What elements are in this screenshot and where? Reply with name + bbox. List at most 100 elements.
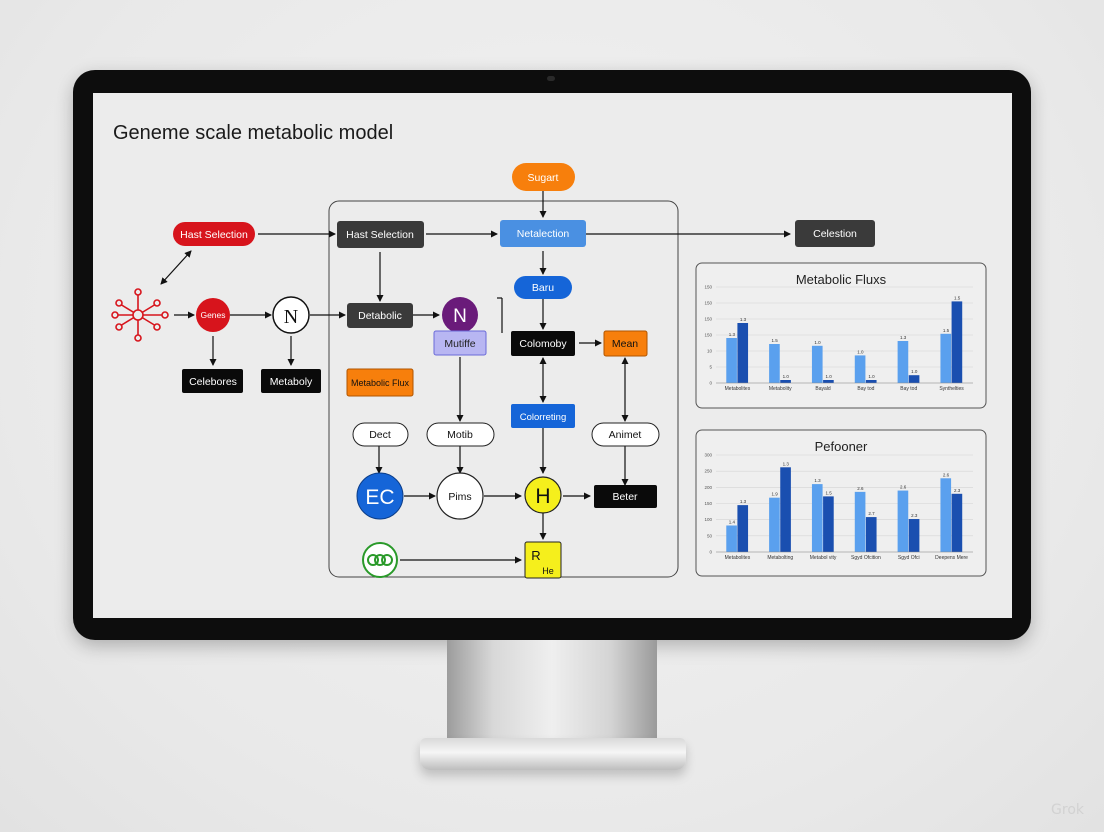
gene-network-icon xyxy=(111,288,169,342)
connectors xyxy=(160,191,791,564)
chart2-data-label: 1.4 xyxy=(729,519,736,524)
node-host-selection-mid[interactable] xyxy=(337,221,424,248)
chart1-bar xyxy=(897,341,909,383)
node-detabolic[interactable] xyxy=(347,303,413,328)
chart-pefooner: Pefooner 0501001502002503001.41.3Metabol… xyxy=(695,429,987,577)
node-genes[interactable] xyxy=(196,298,230,332)
chart2-data-label: 2.3 xyxy=(954,488,961,493)
node-celestion[interactable] xyxy=(795,220,875,247)
monitor-stand-base xyxy=(420,738,686,770)
chart2-category-label: Sgyd Ofci xyxy=(898,555,920,561)
chart2-category-label: Deepens Mere xyxy=(935,555,968,561)
workflow-group-frame xyxy=(328,200,679,578)
node-metabolic-flux[interactable] xyxy=(346,368,414,397)
chart1-data-label: 1.3 xyxy=(729,332,736,337)
node-h-yellow-label: H xyxy=(535,485,550,508)
node-metabolic-flux-label: Metabolic Flux xyxy=(351,378,410,388)
chart2-ytick: 150 xyxy=(704,501,712,506)
chart1-ytick: 150 xyxy=(704,285,712,290)
node-beter[interactable] xyxy=(594,485,657,508)
webcam xyxy=(547,76,555,81)
node-animet[interactable] xyxy=(591,422,660,447)
chart1-ytick: 150 xyxy=(704,301,712,306)
chart2-bar xyxy=(811,484,823,552)
chart2-bar xyxy=(908,519,920,552)
chart1-category-label: Synthelties xyxy=(939,386,964,392)
chart1-category-label: Bay tod xyxy=(857,386,874,392)
chart1-bar xyxy=(737,323,749,383)
chart2-bar xyxy=(951,493,963,552)
chart2-bar xyxy=(823,496,834,552)
node-n-symbol-label: N xyxy=(284,306,298,328)
node-support-label: Sugart xyxy=(528,172,559,184)
node-metaboly-label: Metaboly xyxy=(270,376,313,388)
chart2-category-label: Metabolting xyxy=(767,555,793,561)
node-n-symbol[interactable] xyxy=(272,296,310,334)
node-mutiffe-label: Mutiffe xyxy=(444,338,475,350)
node-colorting[interactable] xyxy=(511,404,575,428)
node-baru[interactable] xyxy=(514,276,572,299)
chart1-data-label: 1.0 xyxy=(826,374,833,379)
node-genes-label: Genes xyxy=(200,310,225,320)
node-animet-label: Animet xyxy=(609,429,642,441)
node-celebores-label: Celebores xyxy=(189,376,237,388)
chart2-data-label: 1.3 xyxy=(814,478,821,483)
chart2-title: Pefooner xyxy=(815,439,868,454)
chart2-ytick: 200 xyxy=(704,485,712,490)
monitor-bezel: Geneme scale metabolic model xyxy=(73,70,1031,640)
chart1-ytick: 150 xyxy=(704,317,712,322)
node-host-selection-left[interactable] xyxy=(173,222,255,246)
node-support[interactable] xyxy=(512,163,575,191)
chart2-plot: 0501001502002503001.41.3Metabolites1.91.… xyxy=(704,453,973,561)
link-icon[interactable] xyxy=(362,542,398,578)
node-colomoby[interactable] xyxy=(511,331,575,356)
node-celebores[interactable] xyxy=(182,369,243,393)
chart2-data-label: 2.6 xyxy=(900,485,907,490)
node-pims[interactable] xyxy=(436,472,484,520)
chart1-category-label: Bayald xyxy=(815,386,831,392)
chart1-ytick: 150 xyxy=(704,333,712,338)
chart1-bar xyxy=(854,355,866,383)
chart1-plot: 05101501501501501.31.3Metabolites1.51.0M… xyxy=(704,285,973,392)
chart1-data-label: 1.3 xyxy=(740,317,747,322)
chart1-bar xyxy=(823,380,834,383)
chart1-bar xyxy=(865,380,877,383)
node-colorting-label: Colorreting xyxy=(520,412,566,423)
node-bottom-yellow[interactable] xyxy=(524,541,562,579)
chart2-bar xyxy=(854,491,866,552)
chart1-data-label: 1.0 xyxy=(868,374,875,379)
chart2-ytick: 300 xyxy=(704,453,712,458)
node-pims-label: Pims xyxy=(448,491,471,503)
node-motib[interactable] xyxy=(426,422,495,447)
chart2-bar xyxy=(780,467,791,552)
node-h-yellow[interactable] xyxy=(524,476,562,514)
chart2-category-label: Metabolites xyxy=(725,555,751,561)
node-mean[interactable] xyxy=(603,330,648,357)
chart2-ytick: 50 xyxy=(707,533,713,538)
chart1-data-label: 1.0 xyxy=(814,340,821,345)
node-ec[interactable] xyxy=(356,472,404,520)
node-mean-label: Mean xyxy=(612,338,638,350)
chart1-bar xyxy=(769,344,780,383)
node-bottom-yellow-sublabel: He xyxy=(542,566,554,576)
chart1-ytick: 0 xyxy=(709,381,712,386)
node-mutiffe[interactable] xyxy=(433,330,487,356)
chart1-data-label: 1.5 xyxy=(772,338,779,343)
node-n-purple-label: N xyxy=(453,306,467,327)
node-n-purple[interactable] xyxy=(442,297,478,333)
node-dect[interactable] xyxy=(352,422,409,447)
chart1-bar xyxy=(780,380,791,383)
chart2-bar xyxy=(940,478,952,552)
page-title: Geneme scale metabolic model xyxy=(113,122,393,144)
node-motib-label: Motib xyxy=(447,429,473,441)
chart-metabolic-fluxs: Metabolic Fluxs 05101501501501501.31.3Me… xyxy=(695,262,987,409)
node-metalection[interactable] xyxy=(500,220,586,247)
chart1-data-label: 1.3 xyxy=(900,335,907,340)
chart2-bar xyxy=(737,505,749,552)
node-colomoby-label: Colomoby xyxy=(519,338,567,350)
node-metaboly[interactable] xyxy=(261,369,321,393)
node-host-selection-mid-label: Hast Selection xyxy=(346,229,414,241)
chart1-data-label: 1.5 xyxy=(943,328,950,333)
screen: Geneme scale metabolic model xyxy=(93,93,1012,618)
monitor-stand-neck xyxy=(447,640,657,750)
